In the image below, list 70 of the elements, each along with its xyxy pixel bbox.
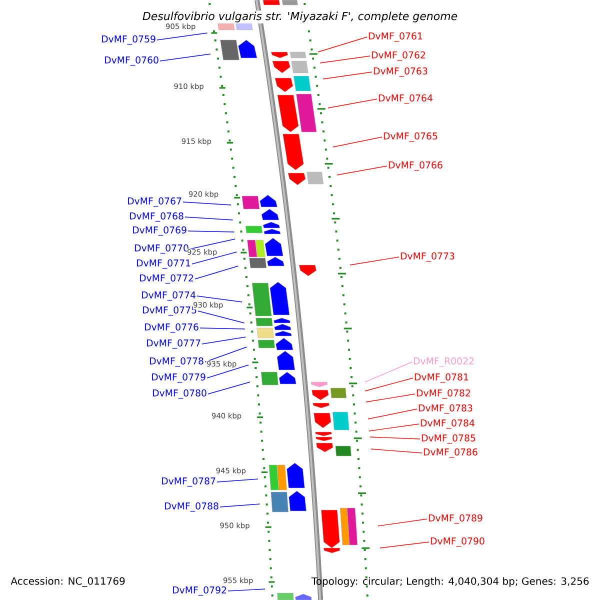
leader-line [200,328,246,330]
leader-line [184,216,234,220]
leader-line [368,424,420,432]
gene-label: DvMF_0788 [164,502,218,512]
leader-line [332,136,382,148]
gene-label: DvMF_0766 [388,161,442,171]
gene-label: DvMF_0768 [130,212,184,222]
leader-line [366,394,416,402]
gene-label: DvMF_0786 [424,448,478,458]
gene-label: DvMF_0792 [172,586,226,596]
leader-line [320,56,370,64]
info-text: Topology: circular; Length: 4,040,304 bp; Genes: 3,256 [311,577,589,587]
gene-label: DvMF_0774 [142,291,196,301]
gene-label: DvMF_0764 [378,94,432,104]
info-text: Accession: NC_011769 [10,577,125,587]
leader-line [364,378,414,392]
leader-line [216,478,258,482]
leader-line [368,408,418,420]
gene-label: DvMF_0782 [416,389,470,399]
leader-line [192,252,237,264]
leader-line [194,266,239,280]
leader-line [190,238,236,250]
gene-label: DvMF_0789 [428,514,482,524]
leader-line [156,32,208,40]
leader-line [204,346,248,362]
leader-line [160,54,211,62]
title: Desulfovibrio vulgaris str. 'Miyazaki F', complete genome [141,10,459,24]
gene-label: DvMF_R0022 [414,357,474,367]
gene-label: DvMF_0765 [384,132,438,142]
leader-line [380,542,430,548]
gene-label: DvMF_0784 [420,419,474,429]
gene-label: DvMF_0783 [418,404,472,414]
leader-line [350,256,400,266]
leader-line [220,504,260,508]
leader-line [318,36,368,52]
leader-line [188,230,235,232]
gene-label: DvMF_0790 [430,537,484,547]
gene-label: DvMF_0780 [152,389,206,399]
leader-line [378,518,428,526]
leader-line [202,336,246,344]
gene-label: DvMF_0776 [144,323,198,333]
gene-label: DvMF_0785 [422,434,476,444]
gene-label: DvMF_0773 [400,252,454,262]
gene-label: DvMF_0769 [132,226,186,236]
leader-line [228,588,266,592]
gene-label: DvMF_0762 [372,51,425,61]
gene-label: DvMF_0759 [102,35,156,45]
gene-label: DvMF_0778 [150,357,204,367]
gene-label: DvMF_0767 [128,197,182,207]
leader-line [328,98,378,108]
leader-line [196,296,242,302]
leader-line [370,436,420,440]
gene-label: DvMF_0761 [368,32,422,42]
leader-line [336,166,388,176]
gene-label: DvMF_0760 [104,56,158,66]
gene-label: DvMF_0777 [146,339,200,349]
leader-line [322,72,372,80]
gene-label: DvMF_0763 [374,67,428,77]
gene-label: DvMF_0771 [136,259,190,269]
gene-label: DvMF_0772 [140,274,194,284]
leader-line [364,362,412,382]
gene-label: DvMF_0781 [414,373,468,383]
leader-line [206,364,249,378]
leader-line [370,448,422,454]
gene-label: DvMF_0779 [152,373,206,383]
leader-line [198,310,245,324]
leader-line [208,382,250,394]
leader-line [182,202,232,206]
gene-label: DvMF_0787 [162,477,216,487]
gene-label: DvMF_0770 [134,244,188,254]
